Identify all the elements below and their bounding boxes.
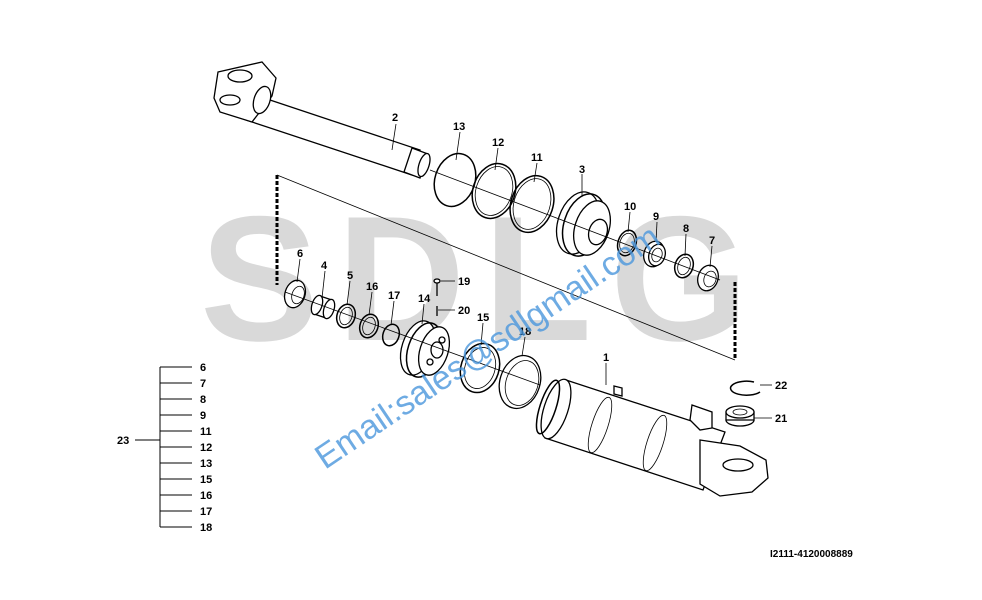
label-part-21: 21 [775,413,787,425]
drawing-code: I2111-4120008889 [770,549,853,560]
set-screw [433,278,441,316]
kit-item-label: 12 [200,442,212,454]
seal-ring-6 [283,279,307,309]
spherical-bearing-21 [725,405,755,427]
label-part-10: 10 [624,201,636,213]
kit-item-label: 13 [200,458,212,470]
assembly-bracket [275,174,737,361]
label-part-7: 7 [709,235,715,247]
watermark-text: SDLG [200,179,766,378]
kit-item-label: 8 [200,394,206,406]
seal-ring-11 [509,174,555,234]
label-part-4: 4 [321,260,328,272]
kit-item-label: 11 [200,426,212,438]
label-part-18: 18 [519,326,531,338]
kit-item-label: 17 [200,506,212,518]
piston-rod [213,61,431,179]
label-part-16: 16 [366,281,378,293]
label-part-15: 15 [477,312,489,324]
label-part-3: 3 [579,164,585,176]
label-part-6: 6 [297,248,303,260]
label-part-8: 8 [683,223,689,235]
part-labels: 2 13 12 11 3 10 9 8 7 6 4 5 16 17 14 19 … [297,112,787,425]
kit-item-label: 7 [200,378,206,390]
piston [399,320,451,378]
kit-item-label: 18 [200,522,212,534]
label-part-1: 1 [603,352,609,364]
seal-ring-10 [616,229,638,257]
seal-kit-list: 23 6 7 8 9 11 12 13 15 16 17 18 [117,362,212,534]
kit-items: 6 7 8 9 11 12 13 15 16 17 18 [160,362,212,534]
kit-item-label: 6 [200,362,206,374]
label-part-14: 14 [418,293,431,305]
snap-ring-22 [729,380,761,396]
leader-lines [296,123,772,419]
seal-ring-5 [335,303,357,329]
guide-bush-4 [310,294,336,320]
label-part-17: 17 [388,290,400,302]
seal-ring-7 [697,264,719,292]
alignment-lines [284,169,721,386]
cylinder-barrel [535,378,769,497]
seal-ring-9 [643,240,666,268]
seal-ring-16 [358,313,380,339]
seal-ring-12 [471,162,517,220]
label-part-13: 13 [453,121,465,133]
label-part-2: 2 [392,112,398,124]
piston-head [555,191,611,257]
label-part-11: 11 [531,152,543,164]
label-kit-23: 23 [117,435,129,447]
label-part-9: 9 [653,211,659,223]
seal-ring-18 [498,354,542,410]
seal-ring-15 [459,342,501,394]
seal-ring-17 [381,323,401,347]
kit-item-label: 16 [200,490,212,502]
kit-item-label: 15 [200,474,212,486]
label-part-5: 5 [347,270,353,282]
kit-item-label: 9 [200,410,206,422]
label-part-12: 12 [492,137,504,149]
label-part-20: 20 [458,305,470,317]
label-part-22: 22 [775,380,787,392]
label-part-19: 19 [458,276,470,288]
